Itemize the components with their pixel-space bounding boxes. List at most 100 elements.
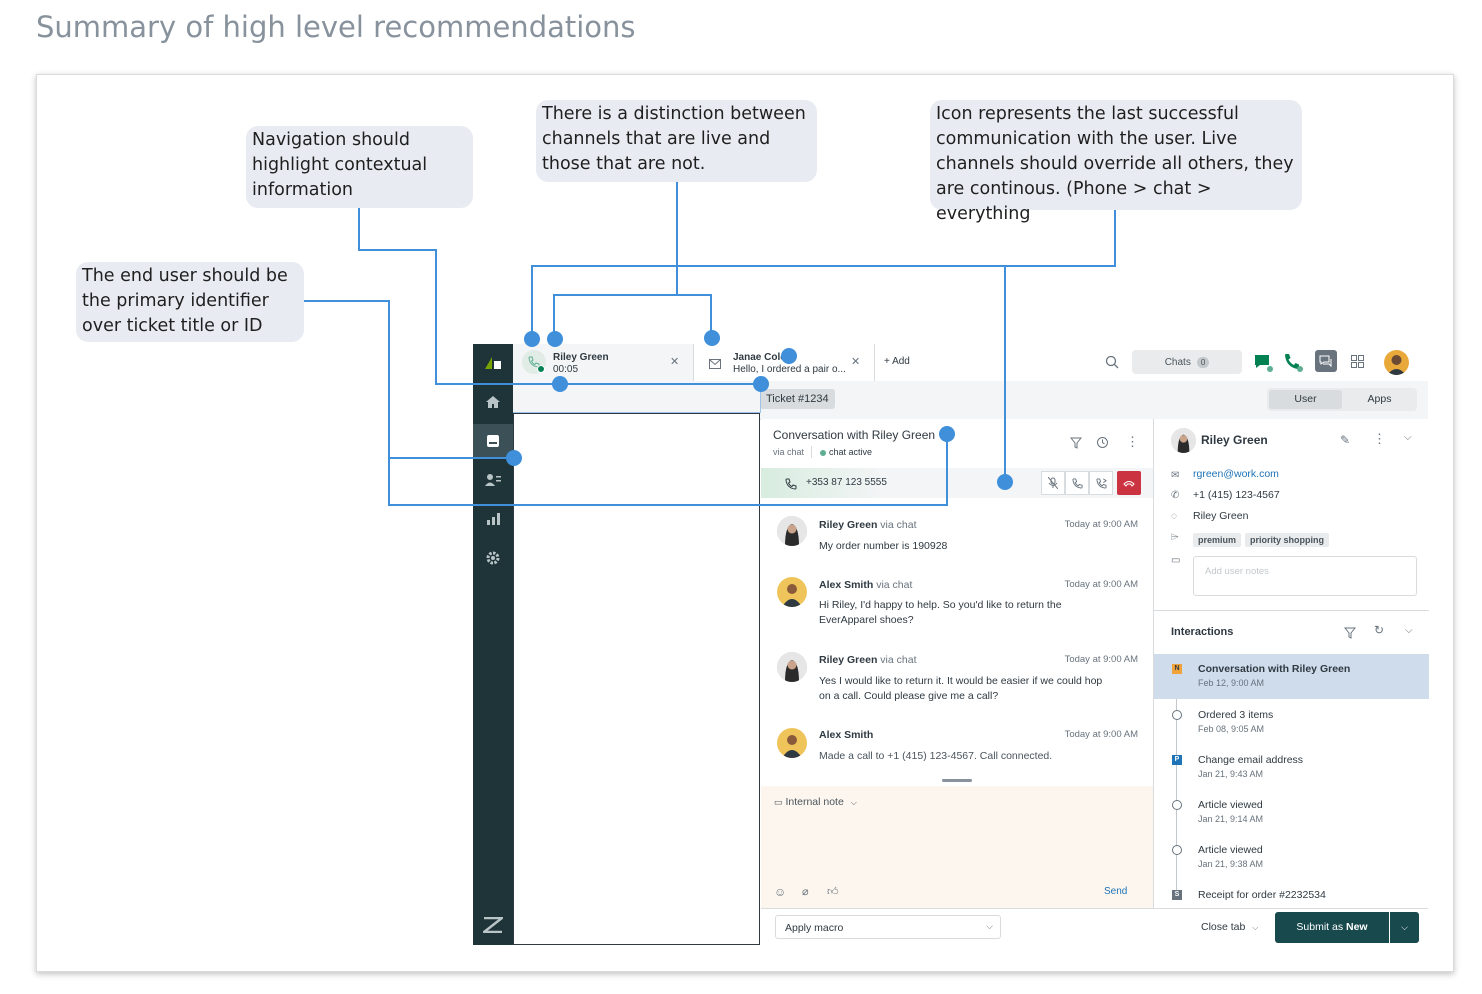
more-options-icon[interactable]: ⋮ (1373, 431, 1386, 446)
tab-name: Riley Green (553, 352, 609, 363)
call-bar: +353 87 123 5555 (761, 468, 1153, 498)
tab-user[interactable]: User (1269, 390, 1342, 409)
phone-status-icon[interactable] (1283, 352, 1303, 372)
submit-options-chevron-icon[interactable]: ⌵ (1390, 912, 1419, 943)
apply-macro-dropdown[interactable]: Apply macro ⌵ (775, 915, 1001, 939)
search-icon[interactable] (1105, 355, 1119, 374)
message-time: Today at 9:00 AM (1064, 579, 1138, 590)
callout-icon: Icon represents the last successful comm… (930, 100, 1302, 224)
close-tab-icon[interactable]: ✕ (670, 356, 680, 368)
tab-bar: Riley Green 00:05 ✕ Janae Cole Hello, I … (513, 344, 1428, 382)
annotation-dot (704, 330, 720, 346)
zendesk-z-icon (473, 908, 513, 942)
ticket-id-tab[interactable]: Ticket #1234 (760, 389, 835, 409)
message-text: Made a call to +1 (415) 123-4567. Call c… (819, 750, 1053, 762)
tag-icon: ⌲ (1171, 532, 1179, 543)
history-icon[interactable] (1096, 436, 1109, 454)
interaction-item[interactable]: S Receipt for order #2232534 (1154, 879, 1429, 908)
user-avatar (1171, 428, 1196, 453)
interaction-item[interactable]: Article viewed Jan 21, 9:14 AM (1154, 789, 1429, 834)
annotation-dot (939, 426, 955, 442)
tag-premium[interactable]: premium (1193, 533, 1242, 547)
views-icon[interactable] (473, 424, 513, 458)
message-channel: via chat (880, 654, 917, 666)
hold-icon[interactable] (1065, 471, 1089, 495)
notes-placeholder: Add user notes (1205, 566, 1269, 577)
close-tab-dropdown[interactable]: Close tab ⌵ (1201, 921, 1258, 933)
chevron-down-icon[interactable]: ⌵ (1404, 432, 1412, 443)
interaction-item[interactable]: Ordered 3 items Feb 08, 9:05 AM (1154, 699, 1429, 744)
message: Alex Smith Today at 9:00 AM Made a call … (761, 718, 1153, 778)
close-tab-icon[interactable]: ✕ (851, 356, 861, 368)
chat-status-icon[interactable] (1253, 352, 1273, 372)
conversation-title: Conversation with Riley Green (773, 428, 936, 442)
message-channel: via chat (880, 519, 917, 531)
avatar (777, 516, 807, 546)
chats-label: Chats (1164, 356, 1191, 368)
message-text: My order number is 190928 (819, 540, 948, 552)
message-channel: via chat (876, 579, 913, 591)
user-whatsapp: Riley Green (1193, 510, 1249, 522)
chevron-down-icon: ⌵ (850, 798, 857, 807)
thumbs-up-icon[interactable]: 👍︎ (827, 886, 839, 898)
talk-messaging-icon[interactable] (1315, 350, 1337, 372)
annotation-dot (524, 331, 540, 347)
agent-avatar[interactable] (1384, 350, 1409, 375)
callout-channels: There is a distinction between channels … (536, 100, 817, 182)
reporting-icon[interactable] (473, 502, 513, 536)
mute-icon[interactable] (1041, 471, 1065, 495)
user-email-link[interactable]: rgreen@work.com (1193, 468, 1279, 480)
transfer-call-icon[interactable] (1089, 471, 1113, 495)
hang-up-icon[interactable] (1117, 471, 1141, 495)
edit-pencil-icon[interactable]: ✎ (1340, 433, 1351, 447)
composer-mode-label: Internal note (785, 796, 844, 808)
filter-icon[interactable] (1343, 626, 1357, 644)
whatsapp-icon: ◌ (1171, 511, 1177, 522)
chevron-down-icon: ⌵ (1252, 923, 1259, 932)
macro-label: Apply macro (785, 922, 844, 934)
annotation-dot (552, 376, 568, 392)
customers-icon[interactable] (473, 463, 513, 497)
chats-button[interactable]: Chats 0 (1132, 350, 1242, 374)
interaction-date: Jan 21, 9:38 AM (1198, 859, 1264, 869)
filter-icon[interactable] (1069, 436, 1083, 454)
callout-end-user: The end user should be the primary ident… (76, 262, 304, 342)
side-tab-switcher: User Apps (1267, 388, 1417, 411)
badge-icon: P (1172, 755, 1182, 765)
close-tab-label: Close tab (1201, 921, 1246, 933)
phone-live-icon (522, 350, 546, 374)
email-icon: ✉ (1171, 470, 1180, 481)
annotation-dot (506, 450, 522, 466)
annotation-dot (997, 474, 1013, 490)
composer-mode-dropdown[interactable]: ▭ Internal note ⌵ (774, 796, 857, 808)
message-time: Today at 9:00 AM (1064, 654, 1138, 665)
chevron-down-icon[interactable]: ⌵ (1405, 625, 1413, 636)
home-icon[interactable] (473, 385, 513, 419)
refresh-icon[interactable]: ↻ (1374, 623, 1385, 637)
attachment-icon[interactable]: ⌀ (802, 886, 809, 898)
tab-apps[interactable]: Apps (1367, 393, 1392, 405)
conversation-pane: Conversation with Riley Green via chat c… (761, 419, 1153, 908)
more-options-icon[interactable]: ⋮ (1126, 434, 1139, 449)
interaction-item[interactable]: Article viewed Jan 21, 9:38 AM (1154, 834, 1429, 879)
interaction-item[interactable]: N Conversation with Riley Green Feb 12, … (1154, 654, 1429, 699)
message-text: Hi Riley, I'd happy to help. So you'd li… (819, 599, 1062, 626)
message-author: Riley Green (819, 519, 878, 531)
badge-icon: N (1172, 664, 1182, 674)
interactions-title: Interactions (1171, 626, 1234, 638)
user-notes-field[interactable]: Add user notes (1193, 556, 1417, 596)
interaction-title: Change email address (1198, 754, 1304, 766)
product-tray-icon[interactable] (1351, 355, 1364, 373)
tab-riley-green[interactable]: Riley Green 00:05 ✕ (513, 344, 694, 381)
composer[interactable]: ▭ Internal note ⌵ ☺ ⌀ 👍︎ Send (761, 786, 1153, 908)
resize-handle[interactable] (942, 779, 972, 782)
settings-gear-icon[interactable] (473, 541, 513, 575)
tag-priority-shopping[interactable]: priority shopping (1245, 533, 1330, 547)
send-button[interactable]: Send (1104, 886, 1128, 897)
interaction-item[interactable]: P Change email address Jan 21, 9:43 AM (1154, 744, 1429, 789)
submit-button[interactable]: Submit as New (1275, 912, 1389, 943)
interaction-date: Jan 21, 9:14 AM (1198, 814, 1264, 824)
tab-janae-cole[interactable]: Janae Cole Hello, I ordered a pair o... … (694, 344, 875, 381)
add-tab-button[interactable]: + Add (884, 356, 910, 367)
emoji-icon[interactable]: ☺ (774, 885, 787, 899)
